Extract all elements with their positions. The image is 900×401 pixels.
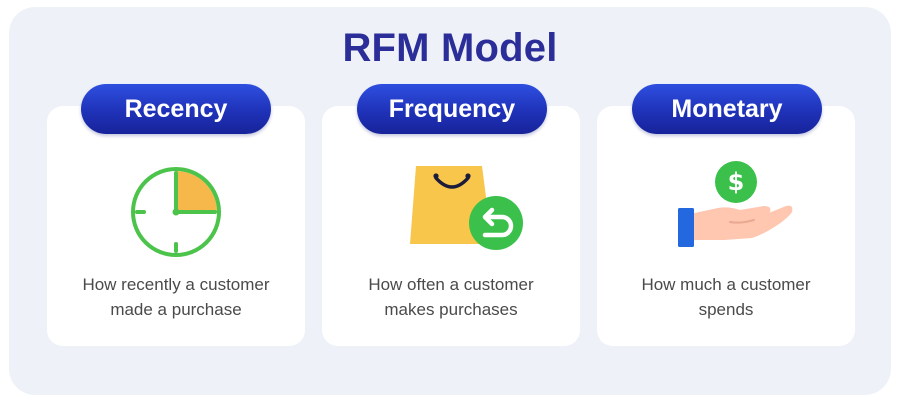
recency-label: Recency [81,84,271,134]
frequency-description-line2: makes purchases [384,300,518,319]
recency-description-line2: made a purchase [110,300,242,319]
monetary-description-line2: spends [698,300,754,319]
hand-money-icon: $ [666,160,793,260]
diagram-title: RFM Model [342,26,558,70]
clock-icon [116,160,236,260]
frequency-description-line1: How often a customer [368,275,534,294]
monetary-description-line1: How much a customer [641,275,811,294]
recency-description: How recently a customer made a purchase [47,272,305,322]
shopping-bag-repeat-icon [392,160,523,260]
frequency-description: How often a customer makes purchases [322,272,580,322]
recency-description-line1: How recently a customer [82,275,270,294]
svg-text:$: $ [728,168,745,196]
frequency-label: Frequency [357,84,547,134]
card-recency [47,106,305,346]
monetary-label: Monetary [632,84,822,134]
monetary-description: How much a customer spends [597,272,855,322]
